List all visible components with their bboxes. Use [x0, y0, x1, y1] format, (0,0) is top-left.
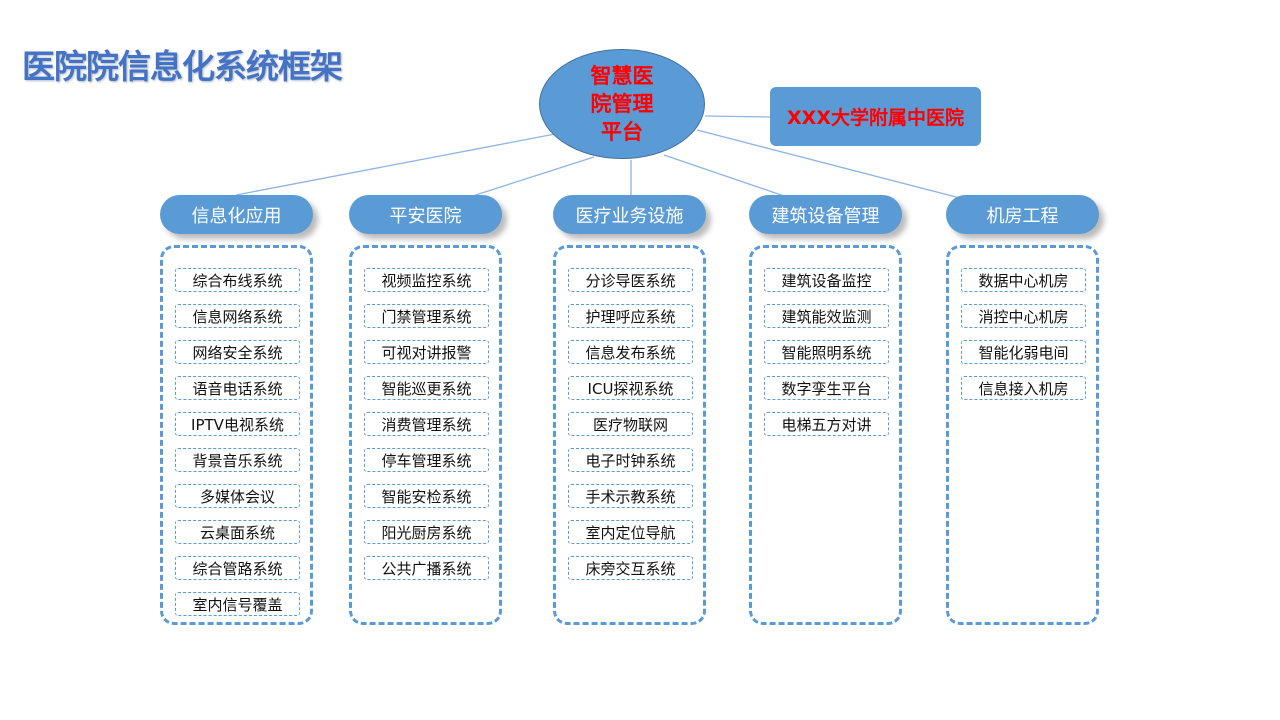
system-item: 智能安检系统 — [364, 484, 489, 508]
system-item: 综合布线系统 — [175, 268, 300, 292]
system-item: 智能化弱电间 — [961, 340, 1086, 364]
system-item: 云桌面系统 — [175, 520, 300, 544]
system-item: IPTV电视系统 — [175, 412, 300, 436]
system-item: 信息接入机房 — [961, 376, 1086, 400]
system-item: 综合管路系统 — [175, 556, 300, 580]
system-item: 电子时钟系统 — [568, 448, 693, 472]
category-column: 医疗业务设施分诊导医系统护理呼应系统信息发布系统 ICU探视系统医疗物联网电子时钟… — [553, 195, 706, 625]
page-title: 医院院信息化系统框架 — [22, 47, 343, 86]
system-item: 门禁管理系统 — [364, 304, 489, 328]
system-item: 医疗物联网 — [568, 412, 693, 436]
connector-line — [663, 154, 791, 199]
system-item: 多媒体会议 — [175, 484, 300, 508]
system-item: 室内定位导航 — [568, 520, 693, 544]
system-item: 信息网络系统 — [175, 304, 300, 328]
system-item: 视频监控系统 — [364, 268, 489, 292]
category-box: 数据中心机房消控中心机房智能化弱电间信息接入机房 — [946, 245, 1099, 625]
category-box: 分诊导医系统护理呼应系统信息发布系统 ICU探视系统医疗物联网电子时钟系统手术示教… — [553, 245, 706, 625]
system-item: 手术示教系统 — [568, 484, 693, 508]
category-header: 医疗业务设施 — [553, 195, 706, 234]
system-item: 语音电话系统 — [175, 376, 300, 400]
category-column: 信息化应用综合布线系统信息网络系统网络安全系统语音电话系统 IPTV电视系统背景音… — [160, 195, 313, 625]
category-header: 信息化应用 — [160, 195, 313, 234]
system-item: 网络安全系统 — [175, 340, 300, 364]
system-item: 建筑设备监控 — [764, 268, 889, 292]
system-item: 数字孪生平台 — [764, 376, 889, 400]
central-platform-node: 智慧医 院管理 平台 — [539, 49, 705, 159]
category-header: 平安医院 — [349, 195, 502, 234]
system-item: 护理呼应系统 — [568, 304, 693, 328]
system-item: 电梯五方对讲 — [764, 412, 889, 436]
category-column: 机房工程数据中心机房消控中心机房智能化弱电间信息接入机房 — [946, 195, 1099, 625]
system-item: 床旁交互系统 — [568, 556, 693, 580]
connector-line — [696, 129, 961, 199]
category-column: 建筑设备管理建筑设备监控建筑能效监测智能照明系统数字孪生平台电梯五方对讲 — [749, 195, 902, 625]
system-item: 停车管理系统 — [364, 448, 489, 472]
category-header: 建筑设备管理 — [749, 195, 902, 234]
connector-line — [459, 156, 595, 201]
category-column: 平安医院视频监控系统门禁管理系统可视对讲报警智能巡更系统消费管理系统停车管理系统… — [349, 195, 502, 625]
system-item: 消费管理系统 — [364, 412, 489, 436]
system-item: 背景音乐系统 — [175, 448, 300, 472]
system-item: 室内信号覆盖 — [175, 592, 300, 616]
connector-line — [235, 133, 556, 196]
system-item: 数据中心机房 — [961, 268, 1086, 292]
connector-line — [704, 115, 771, 118]
system-item: 智能巡更系统 — [364, 376, 489, 400]
system-item: 建筑能效监测 — [764, 304, 889, 328]
system-item: 公共广播系统 — [364, 556, 489, 580]
category-box: 视频监控系统门禁管理系统可视对讲报警智能巡更系统消费管理系统停车管理系统智能安检… — [349, 245, 502, 625]
system-item: 阳光厨房系统 — [364, 520, 489, 544]
system-item: 分诊导医系统 — [568, 268, 693, 292]
system-item: 消控中心机房 — [961, 304, 1086, 328]
system-item: 可视对讲报警 — [364, 340, 489, 364]
category-box: 综合布线系统信息网络系统网络安全系统语音电话系统 IPTV电视系统背景音乐系统多媒… — [160, 245, 313, 625]
system-item: ICU探视系统 — [568, 376, 693, 400]
category-header: 机房工程 — [946, 195, 1099, 234]
hospital-name-box: XXX大学附属中医院 — [770, 87, 981, 146]
system-item: 智能照明系统 — [764, 340, 889, 364]
system-item: 信息发布系统 — [568, 340, 693, 364]
category-box: 建筑设备监控建筑能效监测智能照明系统数字孪生平台电梯五方对讲 — [749, 245, 902, 625]
